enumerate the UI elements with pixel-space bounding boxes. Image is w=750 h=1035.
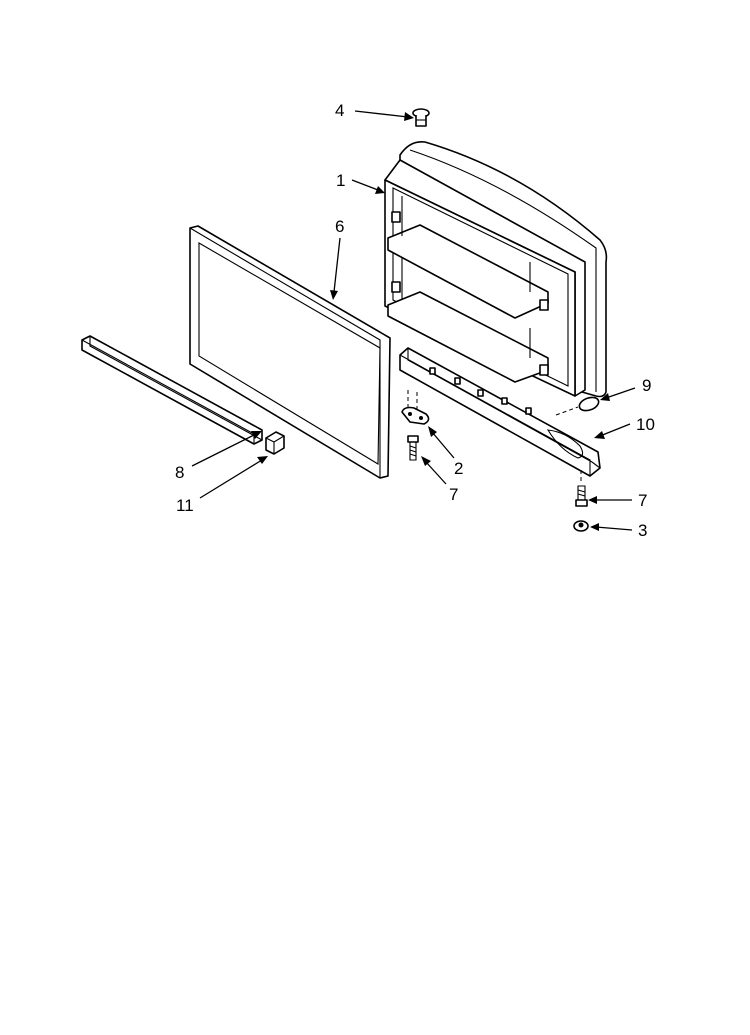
callout-11: 11 bbox=[176, 456, 268, 515]
gasket-part bbox=[189, 225, 391, 479]
callout-7-right: 7 bbox=[588, 491, 647, 510]
callout-label: 9 bbox=[642, 376, 651, 395]
nut-part bbox=[573, 520, 589, 532]
callout-label: 2 bbox=[454, 459, 463, 478]
callout-4: 4 bbox=[335, 101, 414, 121]
callout-label: 3 bbox=[638, 521, 647, 540]
door-liner-part bbox=[384, 140, 608, 398]
callout-label: 6 bbox=[335, 217, 344, 236]
callout-9: 9 bbox=[600, 376, 651, 401]
callout-label: 4 bbox=[335, 101, 344, 120]
callout-6: 6 bbox=[330, 217, 344, 300]
callout-1: 1 bbox=[336, 171, 385, 194]
callout-label: 10 bbox=[636, 415, 655, 434]
callout-8: 8 bbox=[175, 431, 262, 482]
callout-label: 8 bbox=[175, 463, 184, 482]
callout-2: 2 bbox=[428, 426, 463, 478]
callout-3: 3 bbox=[590, 521, 647, 540]
hinge-pin-part bbox=[412, 108, 430, 127]
hinge-part bbox=[401, 390, 430, 425]
callout-7-left: 7 bbox=[421, 456, 458, 504]
callout-10: 10 bbox=[594, 415, 655, 439]
handle-part bbox=[399, 347, 601, 477]
screw-right-part bbox=[575, 470, 588, 507]
end-cap-part bbox=[265, 431, 285, 455]
plug-part bbox=[555, 396, 600, 416]
callout-label: 7 bbox=[638, 491, 647, 510]
callout-label: 11 bbox=[176, 496, 194, 515]
callout-label: 7 bbox=[449, 485, 458, 504]
screw-left-part bbox=[407, 435, 419, 461]
callout-label: 1 bbox=[336, 171, 345, 190]
